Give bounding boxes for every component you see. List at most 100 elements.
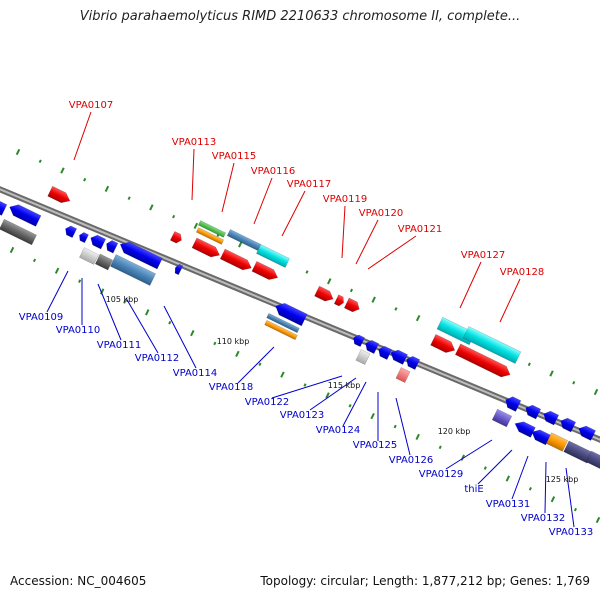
gene-vpa0127[interactable] bbox=[430, 334, 458, 355]
gene-vpa0132[interactable] bbox=[545, 432, 569, 452]
vpa0127-label[interactable]: VPA0127 bbox=[461, 250, 506, 261]
tick-mark bbox=[415, 433, 420, 441]
vpa0120-label[interactable]: VPA0120 bbox=[359, 208, 404, 219]
tick-mark bbox=[213, 341, 217, 346]
vpa0126-leader bbox=[395, 397, 411, 456]
tick-mark bbox=[327, 278, 332, 285]
thie-leader bbox=[477, 449, 513, 485]
scale-label: 105 kbp bbox=[106, 295, 139, 304]
vpa0113-label[interactable]: VPA0113 bbox=[172, 137, 217, 148]
gene-vpa0129b[interactable] bbox=[523, 403, 542, 420]
gene-vpa0110d[interactable] bbox=[104, 239, 119, 254]
gene-vpa0114[interactable] bbox=[173, 263, 184, 276]
gene-vpa0131a[interactable] bbox=[541, 409, 560, 426]
gene-vpa0125a[interactable] bbox=[388, 348, 408, 365]
vpa0109-label[interactable]: VPA0109 bbox=[19, 312, 64, 323]
vpa0117-label[interactable]: VPA0117 bbox=[287, 179, 332, 190]
vpa0115-label[interactable]: VPA0115 bbox=[212, 151, 257, 162]
vpa0129-label[interactable]: VPA0129 bbox=[419, 469, 464, 480]
vpa0133-leader bbox=[565, 467, 575, 528]
gene-vpa0128[interactable] bbox=[454, 343, 512, 380]
scale-label: 120 kbp bbox=[438, 427, 471, 436]
gene-vpa0113[interactable] bbox=[169, 230, 183, 244]
gene-vpa0109[interactable] bbox=[0, 218, 37, 246]
vpa0110-label[interactable]: VPA0110 bbox=[56, 325, 101, 336]
gene-vpa0110[interactable] bbox=[79, 247, 99, 265]
gene-vpa0129[interactable] bbox=[491, 408, 513, 428]
tick-mark bbox=[83, 177, 87, 182]
gene-vpa0126[interactable] bbox=[395, 367, 411, 383]
vpa0111-leader bbox=[97, 283, 122, 341]
gene-vpa0111[interactable] bbox=[94, 253, 114, 271]
vpa0107-label[interactable]: VPA0107 bbox=[69, 100, 114, 111]
gene-vpa0117-cyan[interactable] bbox=[256, 244, 290, 268]
gene-vpa0118b[interactable] bbox=[266, 312, 300, 334]
vpa0112-label[interactable]: VPA0112 bbox=[135, 353, 180, 364]
gene-vpa0132a[interactable] bbox=[558, 416, 577, 433]
map-title: Vibrio parahaemolyticus RIMD 2210633 chr… bbox=[79, 9, 521, 24]
vpa0126-label[interactable]: VPA0126 bbox=[389, 455, 434, 466]
gene-vpa0108[interactable] bbox=[0, 199, 8, 216]
gene-vpa0115-band2[interactable] bbox=[195, 227, 225, 245]
tick-mark bbox=[123, 300, 127, 304]
vpa0133-label[interactable]: VPA0133 bbox=[549, 527, 594, 538]
gene-vpa0124a[interactable] bbox=[376, 344, 393, 360]
gene-vpa0116-band[interactable] bbox=[226, 229, 262, 251]
tick-mark bbox=[325, 392, 330, 399]
gene-vpa0115-band[interactable] bbox=[197, 220, 227, 238]
vpa0119-label[interactable]: VPA0119 bbox=[323, 194, 368, 205]
vpa0111-label[interactable]: VPA0111 bbox=[97, 340, 142, 351]
thie-label[interactable]: thiE bbox=[464, 484, 483, 495]
gene-vpa0118[interactable] bbox=[264, 319, 298, 341]
vpa0132-leader bbox=[544, 461, 547, 514]
tick-mark bbox=[54, 267, 60, 274]
gene-vpa0107[interactable] bbox=[47, 185, 73, 206]
gene-vpa0111a[interactable] bbox=[118, 239, 163, 270]
tick-mark bbox=[32, 258, 37, 263]
vpa0123-leader bbox=[309, 377, 357, 411]
tick-mark bbox=[127, 196, 131, 200]
vpa0116-label[interactable]: VPA0116 bbox=[251, 166, 296, 177]
vpa0122-leader bbox=[271, 375, 343, 399]
vpa0124-label[interactable]: VPA0124 bbox=[316, 425, 361, 436]
tick-mark bbox=[78, 279, 82, 283]
gene-vpa0109a[interactable] bbox=[7, 202, 42, 227]
gene-vpa0128-cyan[interactable] bbox=[462, 326, 522, 364]
gene-vpa0123a[interactable] bbox=[363, 338, 380, 354]
vpa0107-leader bbox=[73, 111, 92, 161]
vpa0132-label[interactable]: VPA0132 bbox=[521, 513, 566, 524]
tick-mark bbox=[38, 159, 42, 164]
gene-vpa0115[interactable] bbox=[191, 237, 222, 260]
vpa0131-label[interactable]: VPA0131 bbox=[486, 499, 531, 510]
gene-vpa0110a[interactable] bbox=[63, 224, 78, 239]
gene-vpa0116[interactable] bbox=[219, 248, 254, 273]
vpa0114-leader bbox=[163, 305, 197, 369]
vpa0114-label[interactable]: VPA0114 bbox=[173, 368, 218, 379]
vpa0121-label[interactable]: VPA0121 bbox=[398, 224, 443, 235]
tick-mark bbox=[60, 167, 65, 174]
gene-vpa0122[interactable] bbox=[355, 349, 371, 365]
gene-vpa0121[interactable] bbox=[343, 297, 361, 314]
vpa0122-label[interactable]: VPA0122 bbox=[245, 397, 290, 408]
gene-vpa0122a[interactable] bbox=[351, 333, 366, 348]
vpa0128-label[interactable]: VPA0128 bbox=[500, 267, 545, 278]
vpa0125-label[interactable]: VPA0125 bbox=[353, 440, 398, 451]
gene-vpa0112[interactable] bbox=[110, 254, 156, 286]
gene-vpa0134[interactable] bbox=[585, 450, 600, 470]
vpa0124-leader bbox=[342, 381, 367, 427]
vpa0123-label[interactable]: VPA0123 bbox=[280, 410, 325, 421]
gene-vpa0110b[interactable] bbox=[77, 231, 89, 244]
gene-vpa0126a[interactable] bbox=[404, 354, 421, 370]
gene-vpa0129a[interactable] bbox=[503, 395, 522, 412]
vpa0118-label[interactable]: VPA0118 bbox=[209, 382, 254, 393]
gene-thie[interactable] bbox=[513, 419, 536, 438]
gene-vpa0119[interactable] bbox=[314, 285, 335, 304]
gene-vpa0133a[interactable] bbox=[576, 424, 596, 441]
gene-vpa0133[interactable] bbox=[563, 440, 593, 464]
gene-vpa0120[interactable] bbox=[333, 294, 346, 307]
gene-vpa0118a[interactable] bbox=[273, 300, 308, 327]
gene-vpa0110c[interactable] bbox=[88, 233, 107, 250]
gene-vpa0117[interactable] bbox=[251, 261, 280, 282]
scale-label: 110 kbp bbox=[217, 337, 250, 346]
tick-mark bbox=[550, 496, 556, 503]
